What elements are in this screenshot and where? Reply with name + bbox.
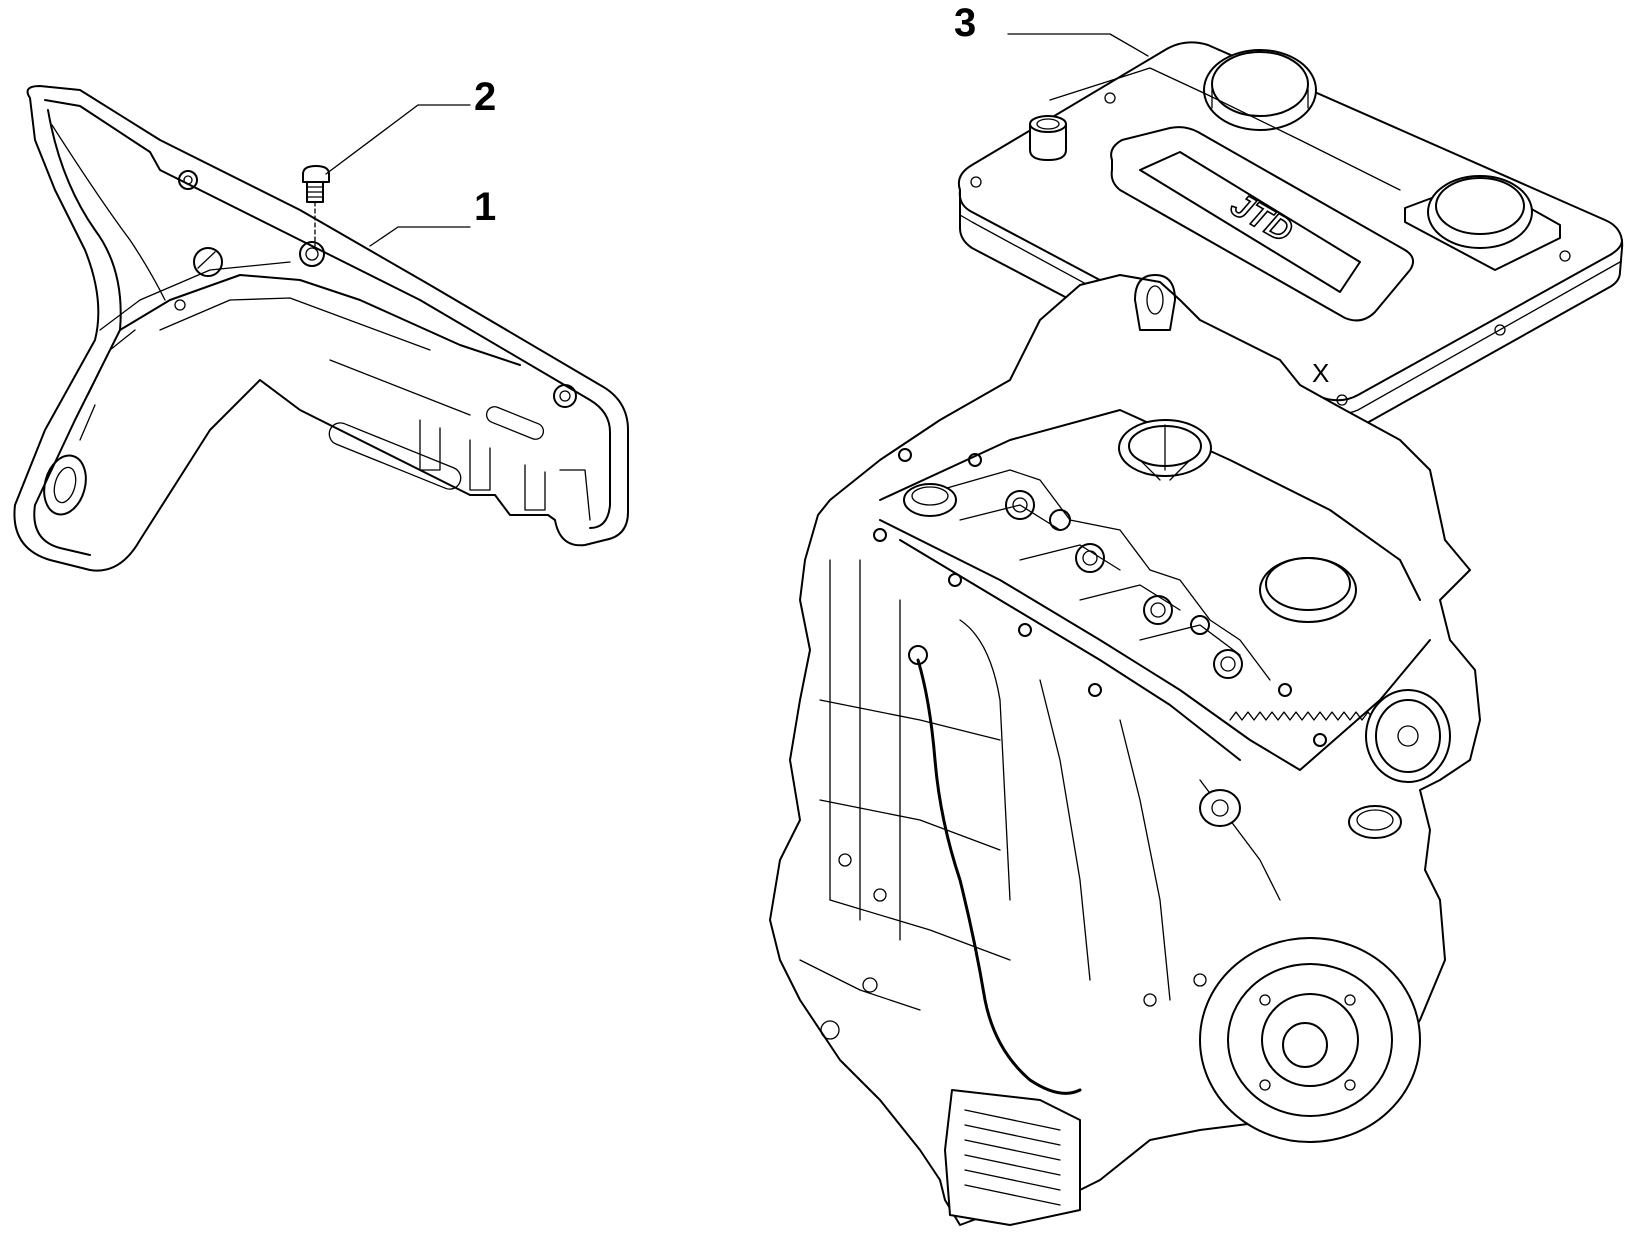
callout-3: 3 xyxy=(954,1,976,45)
callout-labels: 1 2 3 xyxy=(474,1,976,229)
callout-leaders xyxy=(325,33,1149,247)
cover-mark-x: X xyxy=(1312,358,1329,388)
callout-1: 1 xyxy=(474,185,496,229)
bolt-part-2 xyxy=(302,165,330,249)
engine-assembly xyxy=(769,274,1481,1226)
heat-shield-part-1 xyxy=(13,85,629,572)
callout-2: 2 xyxy=(474,75,496,119)
engine-cover-part-3: JTD X xyxy=(957,41,1624,435)
